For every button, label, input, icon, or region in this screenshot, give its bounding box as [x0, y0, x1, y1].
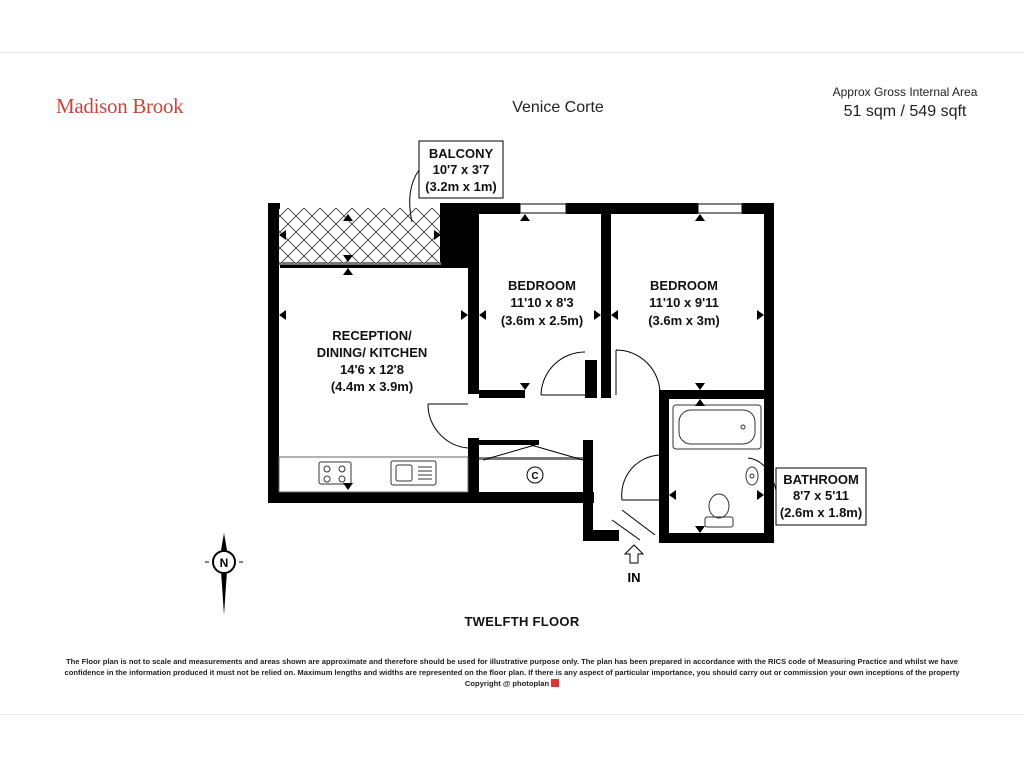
reception-label-line1: RECEPTION/: [332, 328, 412, 343]
bathroom-label-box: [775, 467, 867, 526]
windows: [519, 203, 743, 214]
entrance-label: IN: [628, 570, 641, 585]
entrance-arrow-icon: [623, 544, 645, 564]
bathroom-dim-imperial: 8'7 x 5'11: [793, 488, 849, 503]
kitchen-worktop: [278, 456, 469, 493]
entrance-stair-lines: [611, 509, 656, 541]
balcony-label-box: [418, 140, 504, 199]
hob-icon: [318, 461, 352, 485]
bath-icon: [672, 404, 762, 450]
reception-dim-imperial: 14'6 x 12'8: [340, 362, 404, 377]
top-divider: [0, 52, 1024, 53]
photoplan-logo-icon: [551, 679, 560, 687]
balcony-dim-imperial: 10'7 x 3'7: [433, 162, 490, 177]
bottom-divider: [0, 714, 1024, 715]
disclaimer-line-1: The Floor plan is not to scale and measu…: [66, 657, 958, 666]
cupboard-icon: [526, 466, 544, 484]
sink-icon: [390, 460, 437, 486]
north-compass-icon: [205, 533, 243, 615]
walls: [268, 203, 774, 543]
bedroom2-dim-imperial: 11'10 x 9'11: [649, 295, 719, 310]
disclaimer-line-2: confidence in the information produced i…: [64, 668, 960, 677]
basin-icon: [745, 466, 759, 486]
balcony-label: BALCONY: [429, 146, 494, 161]
floor-name: TWELFTH FLOOR: [464, 614, 580, 629]
brand-logo: Madison Brook: [56, 94, 184, 118]
balcony-dim-metric: (3.2m x 1m): [425, 179, 497, 194]
dimension-arrows: [279, 214, 764, 533]
copyright-line: Copyright @ photoplan: [50, 678, 974, 689]
bedroom1-dim-imperial: 11'10 x 8'3: [510, 295, 573, 310]
north-label: N: [220, 556, 229, 570]
disclaimer: The Floor plan is not to scale and measu…: [50, 656, 974, 689]
bedroom2-dim-metric: (3.6m x 3m): [648, 313, 720, 328]
bedroom2-label: BEDROOM: [650, 278, 718, 293]
door-swings: [427, 349, 661, 501]
bedroom1-dim-metric: (3.6m x 2.5m): [501, 313, 583, 328]
area-value: 51 sqm / 549 sqft: [843, 103, 967, 120]
bathroom-dim-metric: (2.6m x 1.8m): [780, 505, 862, 520]
toilet-icon: [704, 493, 734, 528]
bedroom1-label: BEDROOM: [508, 278, 576, 293]
copyright-text: Copyright @ photoplan: [464, 679, 550, 688]
balcony-leader-line: [409, 169, 420, 223]
bathroom-label: BATHROOM: [783, 472, 859, 487]
property-name: Venice Corte: [512, 99, 604, 116]
bathroom-leader-line: [747, 457, 777, 491]
area-label: Approx Gross Internal Area: [832, 85, 978, 99]
reception-dim-metric: (4.4m x 3.9m): [331, 379, 413, 394]
reception-label-line2: DINING/ KITCHEN: [317, 345, 428, 360]
cupboard-label: C: [531, 471, 538, 482]
balcony-area: [279, 208, 441, 263]
